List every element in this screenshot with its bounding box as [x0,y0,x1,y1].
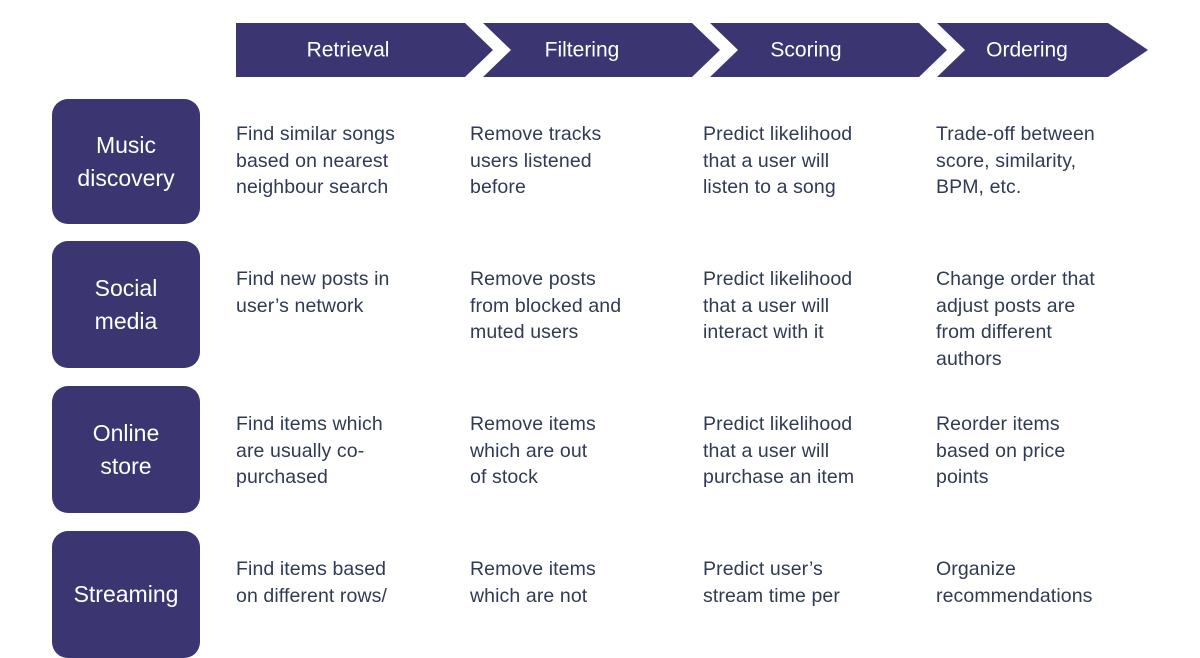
stage-chevron-ordering [937,23,1148,77]
row-header-label: Online store [92,419,160,479]
cell-online-store-filtering: Remove items which are out of stock [470,413,596,488]
cell-music-discovery-filtering: Remove tracks users listened before [470,123,602,198]
cell-social-media-scoring: Predict likelihood that a user will inte… [703,268,853,343]
row-header-label: Streaming [73,581,179,607]
cell-social-media-ordering: Change order that adjust posts are from … [936,268,1095,370]
stage-chevron-scoring [710,23,947,77]
row-header-streaming: Streaming [52,531,200,658]
stage-label-ordering: Ordering [986,39,1068,62]
cell-social-media-filtering: Remove posts from blocked and muted user… [470,268,622,343]
stage-chevron-retrieval [236,23,493,77]
stage-label-retrieval: Retrieval [307,39,390,62]
cell-streaming-scoring: Predict user’s stream time per [703,558,840,607]
row-header-online-store: Online store [52,386,200,513]
row-header-label: Music discovery [77,131,175,191]
stage-chevron-filtering [483,23,720,77]
cell-social-media-retrieval: Find new posts in user’s network [236,268,390,317]
pipeline-stages-band: Retrieval Filtering Scoring Ordering [236,23,1148,77]
cell-online-store-retrieval: Find items which are usually co- purchas… [236,413,383,488]
cell-online-store-ordering: Reorder items based on price points [936,413,1066,488]
cell-online-store-scoring: Predict likelihood that a user will purc… [703,413,855,488]
stage-label-scoring: Scoring [770,39,841,62]
row-header-music-discovery: Music discovery [52,99,200,224]
cell-streaming-filtering: Remove items which are not [470,558,596,607]
cell-music-discovery-scoring: Predict likelihood that a user will list… [703,123,853,198]
recommendation-pipeline-diagram: Retrieval Filtering Scoring Ordering Mus… [52,23,1148,658]
cell-streaming-retrieval: Find items based on different rows/ [236,558,388,607]
row-header-label: Social media [94,274,158,334]
row-header-social-media: Social media [52,241,200,368]
cell-music-discovery-ordering: Trade-off between score, similarity, BPM… [936,123,1095,198]
stage-label-filtering: Filtering [545,39,620,62]
cell-streaming-ordering: Organize recommendations [936,558,1093,607]
cell-music-discovery-retrieval: Find similar songs based on nearest neig… [236,123,395,198]
